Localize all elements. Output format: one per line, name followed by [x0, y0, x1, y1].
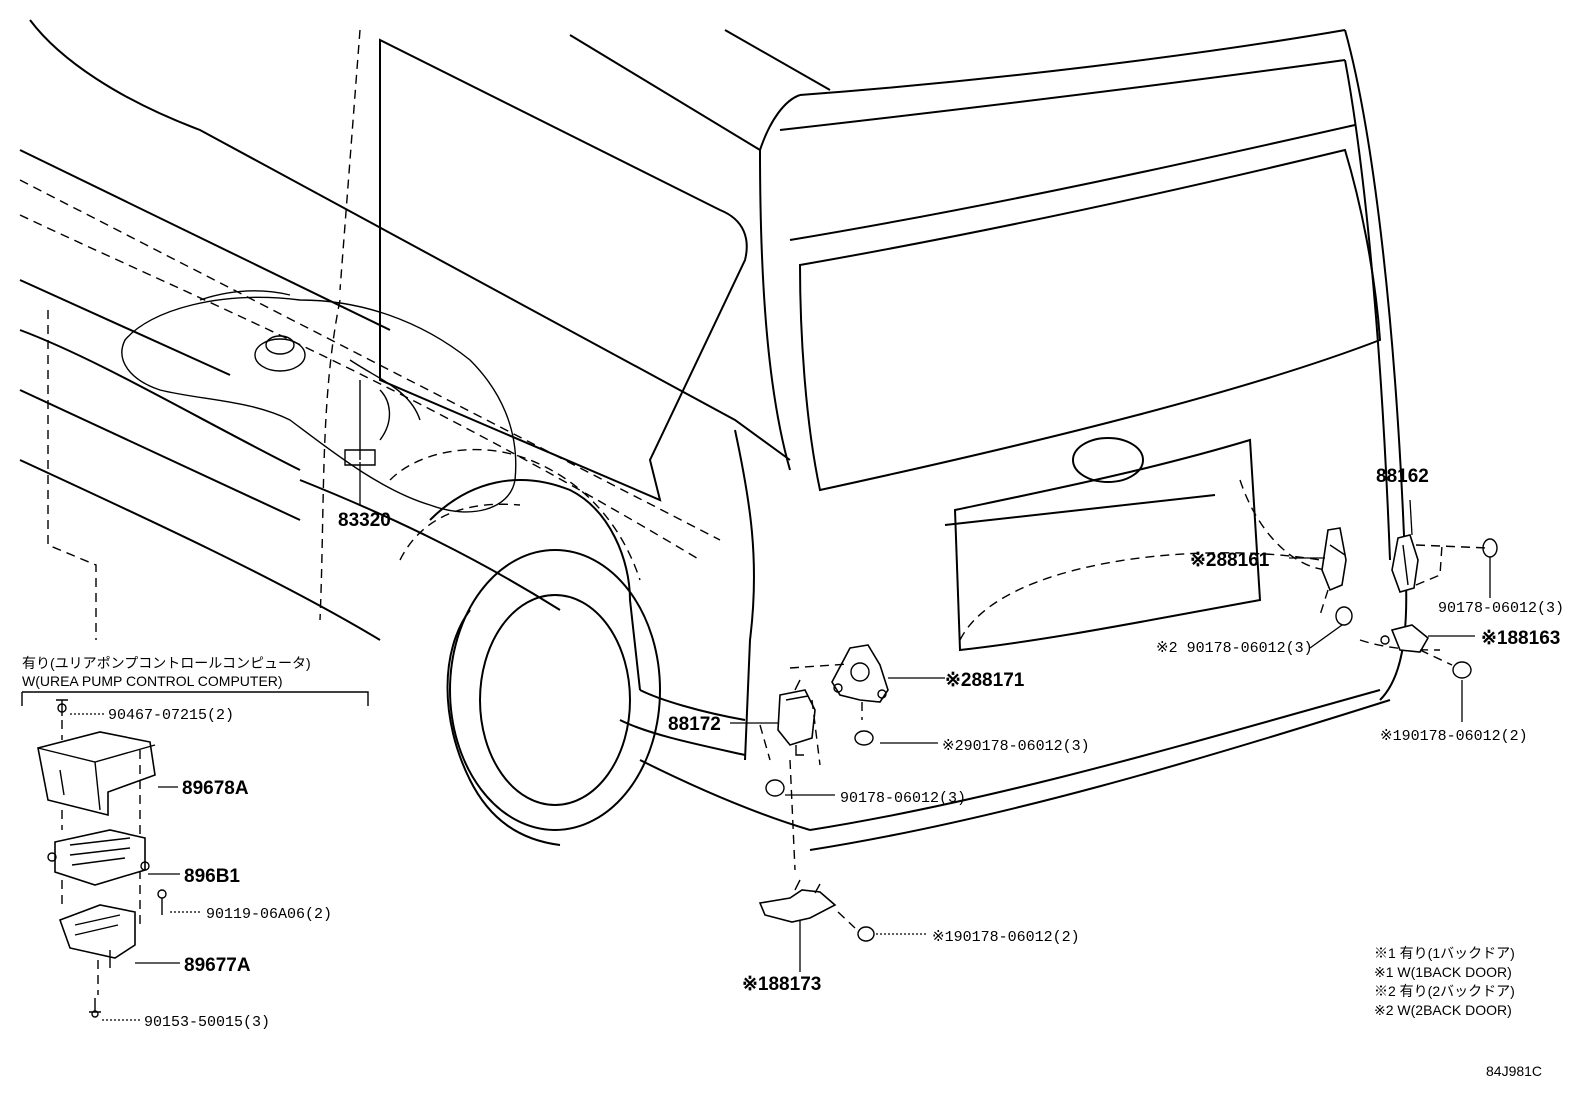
screw-90119-icon: [157, 889, 167, 915]
bolt-88161-icon: [1335, 606, 1353, 626]
label-88162: 88162: [1376, 466, 1429, 487]
label-90467: 90467-07215(2): [108, 707, 234, 724]
bracket-89677A-icon: [58, 904, 136, 968]
label-88172: 88172: [668, 714, 721, 735]
nut-88172-icon: [765, 779, 785, 797]
label-88171: ※288171: [945, 670, 1025, 691]
fuel-tank: [121, 290, 517, 513]
nut-90178-right-icon: [1482, 538, 1498, 558]
hidden-lines: [19, 29, 1441, 871]
legend: ※1 有り(1バックドア) ※1 W(1BACK DOOR) ※2 有り(2バッ…: [1374, 945, 1515, 1018]
label-88173: ※188173: [742, 974, 821, 995]
hinge-88161-icon: [1321, 527, 1347, 592]
bracket-88173-icon: [758, 879, 837, 923]
label-88173-nut: ※190178-06012(2): [932, 929, 1080, 946]
nut-88163-icon: [1452, 661, 1472, 679]
sensor-88172-icon: [777, 679, 816, 756]
label-90119: 90119-06A06(2): [206, 906, 332, 923]
vehicle-body-outline: [19, 19, 1408, 851]
cover-89678A-icon: [37, 731, 156, 817]
clip-90467-icon: [56, 699, 68, 716]
nut-88171-icon: [854, 730, 874, 746]
ecu-heading-jp: 有り(ユリアポンプコントロールコンピュータ): [22, 655, 311, 671]
ecu-heading-bracket: [21, 691, 369, 706]
label-83320: 83320: [338, 510, 391, 531]
figure-code: 84J981C: [1486, 1063, 1542, 1079]
label-90178-right: 90178-06012(3): [1438, 600, 1564, 617]
label-88163: ※188163: [1481, 628, 1560, 649]
ecu-896B1-icon: [47, 829, 150, 886]
bolt-90153-icon: [89, 998, 101, 1018]
legend-line-2: ※1 W(1BACK DOOR): [1374, 964, 1512, 980]
ecu-heading-en: W(UREA PUMP CONTROL COMPUTER): [22, 673, 283, 689]
nut-88173-icon: [857, 926, 875, 942]
label-90153: 90153-50015(3): [144, 1014, 270, 1031]
legend-line-1: ※1 有り(1バックドア): [1374, 945, 1515, 961]
label-88172-nut: 90178-06012(3): [840, 790, 966, 807]
hinge-88162-icon: [1391, 534, 1419, 593]
legend-line-3: ※2 有り(2バックドア): [1374, 983, 1515, 999]
label-88161: ※288161: [1190, 550, 1270, 571]
leader-lines: [70, 462, 1491, 1021]
bracket-88171-icon: [831, 644, 889, 703]
label-896B1: 896B1: [184, 866, 240, 887]
label-89678A: 89678A: [182, 778, 249, 799]
label-88161-bolt: ※2 90178-06012(3): [1156, 640, 1313, 657]
legend-line-4: ※2 W(2BACK DOOR): [1374, 1002, 1512, 1018]
label-88171-nut: ※290178-06012(3): [942, 738, 1090, 755]
label-88163-nut: ※190178-06012(2): [1380, 728, 1528, 745]
bracket-88163-icon: [1380, 624, 1430, 653]
label-89677A: 89677A: [184, 955, 251, 976]
